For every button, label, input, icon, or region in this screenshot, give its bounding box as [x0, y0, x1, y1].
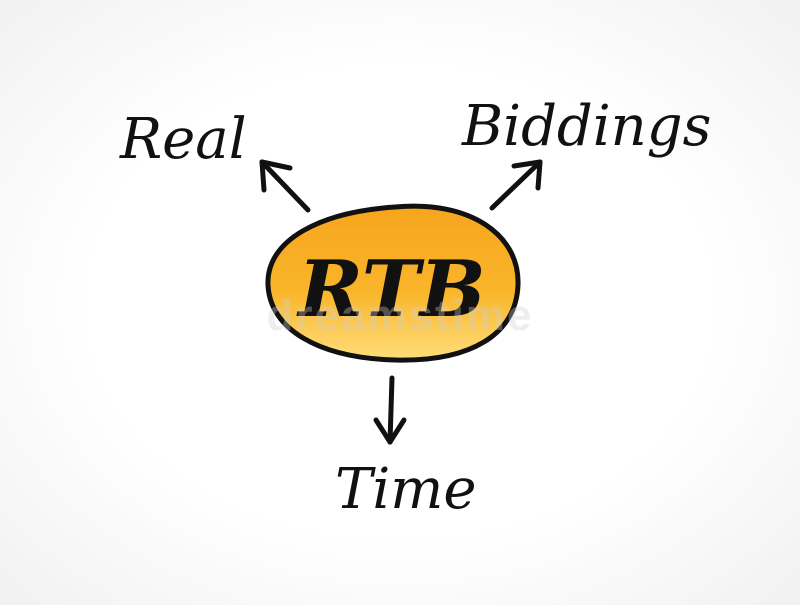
- arrow-to-real: [259, 159, 311, 213]
- center-oval: [265, 203, 521, 363]
- arrow-to-biddings: [489, 159, 543, 211]
- arrow-to-time: [373, 375, 407, 445]
- label-real: Real: [119, 107, 247, 172]
- watermark: dreamstime: [266, 291, 533, 340]
- label-time: Time: [335, 457, 477, 522]
- center-label: RTB: [296, 244, 485, 335]
- center-node: RTB: [265, 203, 521, 363]
- label-biddings: Biddings: [461, 94, 711, 159]
